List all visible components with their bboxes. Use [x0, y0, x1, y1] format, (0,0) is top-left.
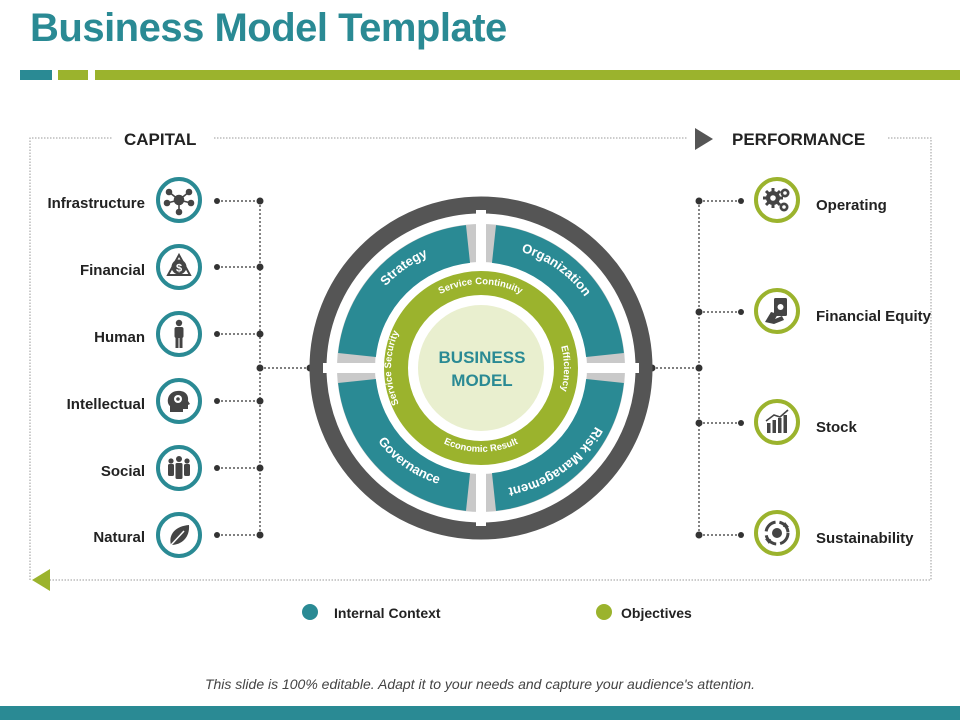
middle-segments	[338, 225, 624, 511]
footer-note: This slide is 100% editable. Adapt it to…	[204, 676, 756, 692]
legend-dot-internal-context	[302, 604, 318, 620]
performance-connector-dots	[648, 197, 744, 539]
capital-label-natural: Natural	[93, 529, 145, 546]
person-icon	[156, 311, 202, 357]
outer-ring-label: External Context	[431, 211, 531, 233]
segment-strategy	[338, 225, 471, 358]
inner-green-ring	[384, 271, 578, 465]
center-label-line2: MODEL	[451, 371, 513, 390]
legend-label-objectives: Objectives	[621, 605, 692, 621]
center-disc	[418, 305, 544, 431]
segment-dividers	[323, 210, 639, 526]
capital-label-social: Social	[100, 463, 145, 480]
hand-money-icon	[754, 288, 800, 334]
capital-heading: CAPITAL	[118, 130, 203, 150]
bottom-band	[0, 706, 960, 720]
capital-label-intellectual: Intellectual	[66, 396, 145, 413]
performance-label-operating: Operating	[816, 197, 887, 214]
people-group-icon	[156, 445, 202, 491]
legend-dot-objectives	[596, 604, 612, 620]
outer-ring	[309, 196, 653, 540]
recycle-icon	[754, 510, 800, 556]
segment-organization	[491, 225, 624, 358]
capital-label-human: Human	[94, 329, 145, 346]
performance-label-financial-equity: Financial Equity	[816, 308, 932, 325]
frame-arrow-right-icon	[695, 128, 713, 150]
performance-connectors	[652, 200, 741, 536]
head-gear-icon	[156, 378, 202, 424]
header-bar-teal	[20, 70, 52, 80]
segment-governance	[338, 378, 471, 511]
performance-label-sustainability: Sustainability	[816, 530, 914, 547]
bar-chart-icon	[754, 399, 800, 445]
frame-arrow-left-icon	[32, 569, 50, 591]
legend-label-internal-context: Internal Context	[334, 605, 441, 621]
performance-label-stock: Stock	[816, 419, 857, 436]
money-bag-icon: $	[156, 244, 202, 290]
capital-connectors	[217, 200, 310, 536]
header-bar-green-short	[58, 70, 88, 80]
outer-frame	[29, 137, 932, 581]
capital-label-financial: Financial	[79, 262, 145, 279]
gears-icon	[754, 177, 800, 223]
leaf-icon	[156, 512, 202, 558]
page-title: Business Model Template	[30, 6, 507, 50]
center-label: BUSINESS MODEL	[412, 346, 552, 392]
performance-heading: PERFORMANCE	[726, 130, 872, 150]
capital-label-infrastructure: Infrastructure	[47, 195, 145, 212]
svg-text:$: $	[176, 263, 182, 275]
header-bar-green-long	[95, 70, 960, 80]
center-label-line1: BUSINESS	[438, 348, 526, 367]
network-icon	[156, 177, 202, 223]
segment-risk-management	[491, 378, 624, 511]
capital-connector-dots	[214, 197, 314, 539]
